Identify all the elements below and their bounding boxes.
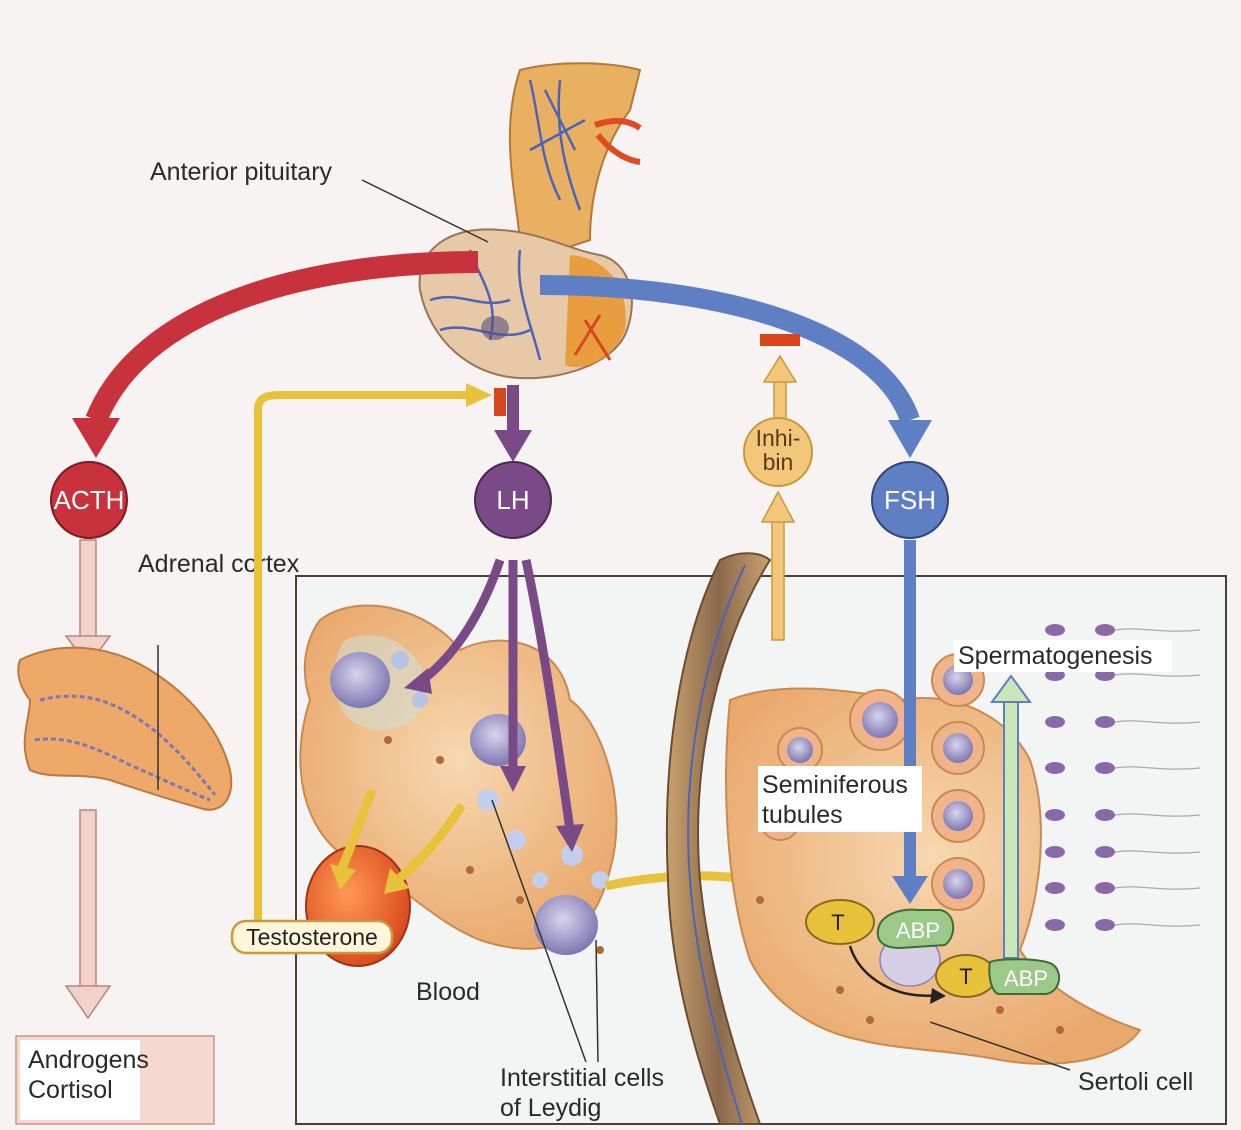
seminiferous-label-line1: Seminiferous — [762, 771, 908, 799]
cortisol-label: Cortisol — [28, 1076, 113, 1104]
adrenal-output-arrow — [80, 810, 96, 990]
free-t-label: T — [831, 910, 844, 935]
abp-label: ABP — [896, 918, 940, 943]
acth-node: ACTH — [51, 462, 127, 538]
spermatogenesis-label: Spermatogenesis — [958, 642, 1153, 670]
bound-t-label: T — [959, 964, 972, 989]
seminiferous-label-line2: tubules — [762, 801, 843, 829]
inhibin-inhibition-bar — [760, 334, 800, 346]
interstitial-label-line1: Interstitial cells — [500, 1064, 664, 1092]
spermatogenesis-arrow — [1004, 700, 1018, 958]
inhibin-label-line2: bin — [763, 449, 794, 475]
lh-node: LH — [475, 462, 551, 538]
androgens-cortisol-box: Androgens Cortisol — [16, 1036, 214, 1124]
testosterone-label: Testosterone — [246, 924, 378, 950]
inhibin-up-arrow — [774, 380, 786, 420]
inhibin-source-arrow — [772, 520, 784, 640]
fsh-label: FSH — [884, 485, 936, 515]
inhibin-node: Inhi- bin — [744, 418, 812, 486]
blood-label: Blood — [416, 978, 480, 1006]
sertoli-label: Sertoli cell — [1078, 1068, 1193, 1096]
inhibin-label-line1: Inhi- — [756, 425, 801, 451]
lh-pathway-arrow — [507, 385, 519, 433]
bound-abp-label: ABP — [1004, 966, 1048, 991]
acth-to-adrenal-arrow — [80, 540, 96, 640]
testosterone-badge: Testosterone — [232, 921, 392, 953]
anterior-pituitary-label: Anterior pituitary — [150, 158, 333, 186]
testosterone-inhibition-bar — [494, 388, 506, 416]
fsh-node: FSH — [872, 462, 948, 538]
androgens-label: Androgens — [28, 1046, 149, 1074]
acth-label: ACTH — [54, 485, 125, 515]
adrenal-cortex-label: Adrenal cortex — [138, 550, 300, 578]
interstitial-label-line2: of Leydig — [500, 1094, 601, 1122]
lh-label: LH — [496, 485, 529, 515]
